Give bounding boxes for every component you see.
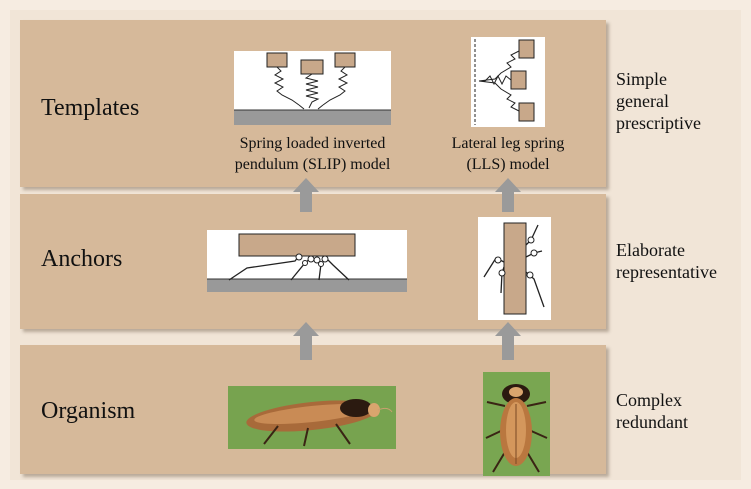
slip-anchor-figure xyxy=(207,230,407,292)
lls-anchor-figure xyxy=(478,217,551,320)
cockroach-top-photo xyxy=(483,372,550,476)
anchors-panel: Anchors xyxy=(20,194,606,329)
slip-model-drawing xyxy=(234,52,391,125)
anchors-desc-line-1: Elaborate xyxy=(616,240,685,260)
templates-desc-line-2: general xyxy=(616,91,669,111)
cockroach-side-photo xyxy=(228,386,396,449)
lls-model-drawing xyxy=(474,39,535,125)
lls-caption-line-2: (LLS) model xyxy=(466,156,550,173)
templates-desc-line-3: prescriptive xyxy=(616,113,701,133)
templates-description: Simple general prescriptive xyxy=(616,68,701,134)
slip-model-caption: Spring loaded inverted pendulum (SLIP) m… xyxy=(218,133,407,175)
templates-desc-line-1: Simple xyxy=(616,69,668,89)
anchors-desc-line-2: representative xyxy=(616,262,717,282)
organism-panel: Organism xyxy=(20,345,606,476)
up-arrow-icon xyxy=(495,322,521,360)
templates-label: Templates xyxy=(41,95,140,121)
slip-caption-line-1: Spring loaded inverted xyxy=(239,135,386,152)
slip-caption-line-2: pendulum (SLIP) model xyxy=(234,156,391,173)
diagram-frame: Templates xyxy=(10,10,741,480)
lls-model-figure xyxy=(471,37,545,127)
templates-panel: Templates xyxy=(20,20,606,187)
up-arrow-icon xyxy=(293,322,319,360)
up-arrow-icon xyxy=(293,178,319,212)
slip-anchor-drawing xyxy=(207,233,407,292)
lls-model-caption: Lateral leg spring (LLS) model xyxy=(428,133,588,175)
lls-caption-line-1: Lateral leg spring xyxy=(451,135,565,152)
anchors-label: Anchors xyxy=(41,246,123,272)
organism-desc-line-2: redundant xyxy=(616,412,688,432)
organism-label: Organism xyxy=(41,398,136,424)
organism-desc-line-1: Complex xyxy=(616,390,682,410)
slip-model-figure xyxy=(234,51,391,125)
lls-anchor-drawing xyxy=(483,222,545,315)
anchors-description: Elaborate representative xyxy=(616,239,717,283)
up-arrow-icon xyxy=(495,178,521,212)
organism-description: Complex redundant xyxy=(616,389,688,433)
